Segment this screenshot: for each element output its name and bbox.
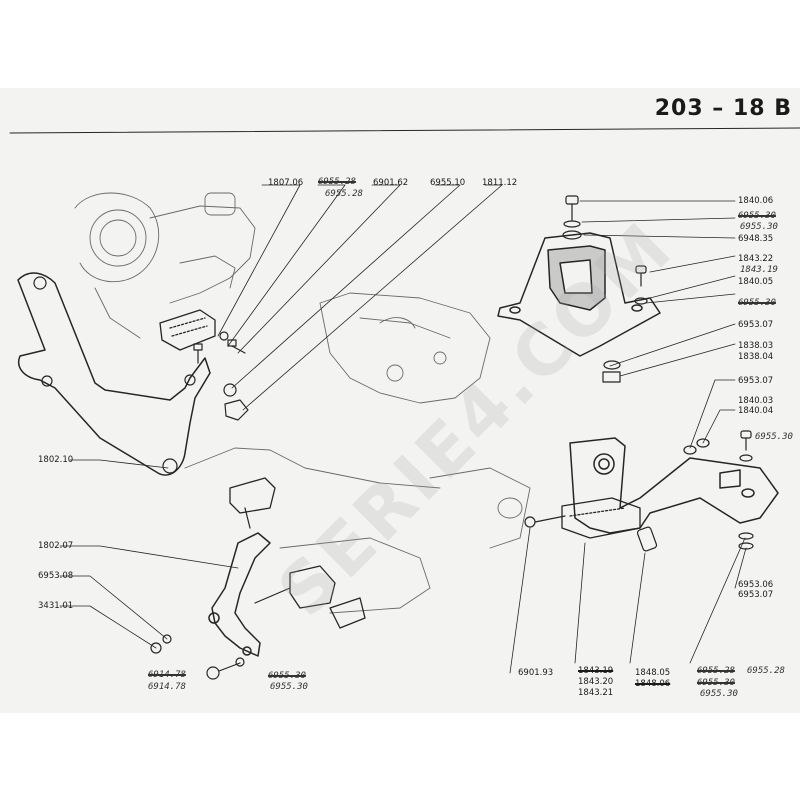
crossmember-1802-10 (17, 272, 211, 476)
gearbox-background (319, 292, 491, 404)
engine-background-topleft (74, 192, 256, 339)
washer-6955-30-top (563, 220, 581, 228)
part-label-6955-30-struck-b: 6955.30 (738, 298, 776, 308)
crossmember-eye-upper (184, 374, 196, 386)
stud-upper (244, 507, 251, 529)
bolt-left (193, 339, 246, 364)
arm-1802-07 (208, 532, 271, 657)
engine-support-lower-right (569, 437, 779, 534)
rubber-block-lower-right (561, 497, 641, 539)
spacer-1848-05 (636, 526, 658, 552)
washer-6955-28-lower (738, 532, 754, 540)
washer-6953-08 (162, 634, 172, 644)
part-label-6953-07-c: 6953.07 (738, 590, 774, 600)
nut-6953-07 (602, 371, 621, 383)
washer-6955-10 (223, 383, 237, 397)
part-label-1843-22: 1843.22 (738, 254, 774, 264)
part-label-1843-19-handwritten: 1843.19 (740, 265, 778, 275)
exploded-parts-drawing (9, 127, 800, 680)
leader-lines (59, 184, 747, 674)
part-label-6914-78-struck: 6914.78 (148, 670, 186, 680)
part-label-1811-12: 1811.12 (482, 178, 518, 188)
washer-6955-30-lowleft (235, 657, 245, 667)
part-label-1840-06: 1840.06 (738, 196, 774, 206)
part-label-3431-01: 3431.01 (38, 601, 74, 611)
part-label-1843-21: 1843.21 (578, 688, 614, 698)
bolt-6901-93 (524, 515, 566, 528)
crossmember-eye-middle (41, 375, 53, 387)
page-title: 203 – 18 B (654, 96, 792, 121)
part-label-6955-28-struck: 6955.28 (318, 177, 356, 187)
part-label-1838-04: 1838.04 (738, 352, 774, 362)
part-label-6901-93: 6901.93 (518, 668, 554, 678)
part-label-1848-05: 1848.05 (635, 668, 671, 678)
washer-6901-62 (219, 331, 229, 341)
crossmember-eye-left (33, 276, 47, 290)
part-label-6955-30-struck-a: 6955.30 (738, 211, 776, 221)
part-label-6955-30-handwritten-b: 6955.30 (755, 432, 793, 442)
part-label-1843-19: 1843.19 (578, 666, 614, 676)
part-label-1843-20: 1843.20 (578, 677, 614, 687)
frame-background-bottom (184, 447, 531, 614)
part-label-6901-62: 6901.62 (373, 178, 409, 188)
part-label-6955-30-handwritten-d: 6955.30 (700, 689, 738, 699)
part-label-6914-78-handwritten: 6914.78 (148, 682, 186, 692)
bolt-1840-06 (565, 195, 579, 221)
part-label-6955-30-struck-d: 6955.30 (697, 678, 735, 688)
bolt-6914-78 (206, 662, 241, 680)
diagram-sheet: SERIE4.COM 203 – 18 B 1807.06 6955.28 69… (0, 88, 800, 713)
part-label-1838-03: 1838.03 (738, 341, 774, 351)
washer-1838-03 (603, 360, 621, 370)
part-label-6955-30-handwritten-c: 6955.30 (270, 682, 308, 692)
part-label-1802-07: 1802.07 (38, 541, 74, 551)
part-label-1848-06: 1848.06 (635, 679, 671, 689)
part-label-6955-10: 6955.10 (430, 178, 466, 188)
part-label-6955-28-handwritten-b: 6955.28 (747, 666, 785, 676)
part-label-6953-08: 6953.08 (38, 571, 74, 581)
part-label-1840-03: 1840.03 (738, 396, 774, 406)
part-label-6948-35: 6948.35 (738, 234, 774, 244)
part-label-6953-07-a: 6953.07 (738, 320, 774, 330)
part-label-6955-28-struck-b: 6955.28 (697, 666, 735, 676)
part-label-6953-07-b: 6953.07 (738, 376, 774, 386)
crossmember-eye-lower (162, 458, 178, 474)
washer-6948-35 (562, 230, 582, 240)
washers-1840-03 (683, 430, 753, 462)
part-label-1802-10: 1802.10 (38, 455, 74, 465)
nut-1811-12 (224, 399, 249, 421)
part-label-6955-30-struck-c: 6955.30 (268, 671, 306, 681)
stud-middle (254, 587, 291, 604)
header-rule (9, 127, 800, 134)
part-label-1807-06: 1807.06 (268, 178, 304, 188)
nut-3431-01 (150, 642, 162, 654)
rubber-mount-lower-left (229, 477, 366, 629)
part-label-6953-06: 6953.06 (738, 580, 774, 590)
part-label-1840-05: 1840.05 (738, 277, 774, 287)
rubber-mount-left (159, 309, 216, 351)
part-label-6955-28-handwritten: 6955.28 (325, 189, 363, 199)
bolt-1840-05 (634, 265, 648, 305)
part-label-1840-04: 1840.04 (738, 406, 774, 416)
part-label-6955-30-handwritten-a: 6955.30 (740, 222, 778, 232)
